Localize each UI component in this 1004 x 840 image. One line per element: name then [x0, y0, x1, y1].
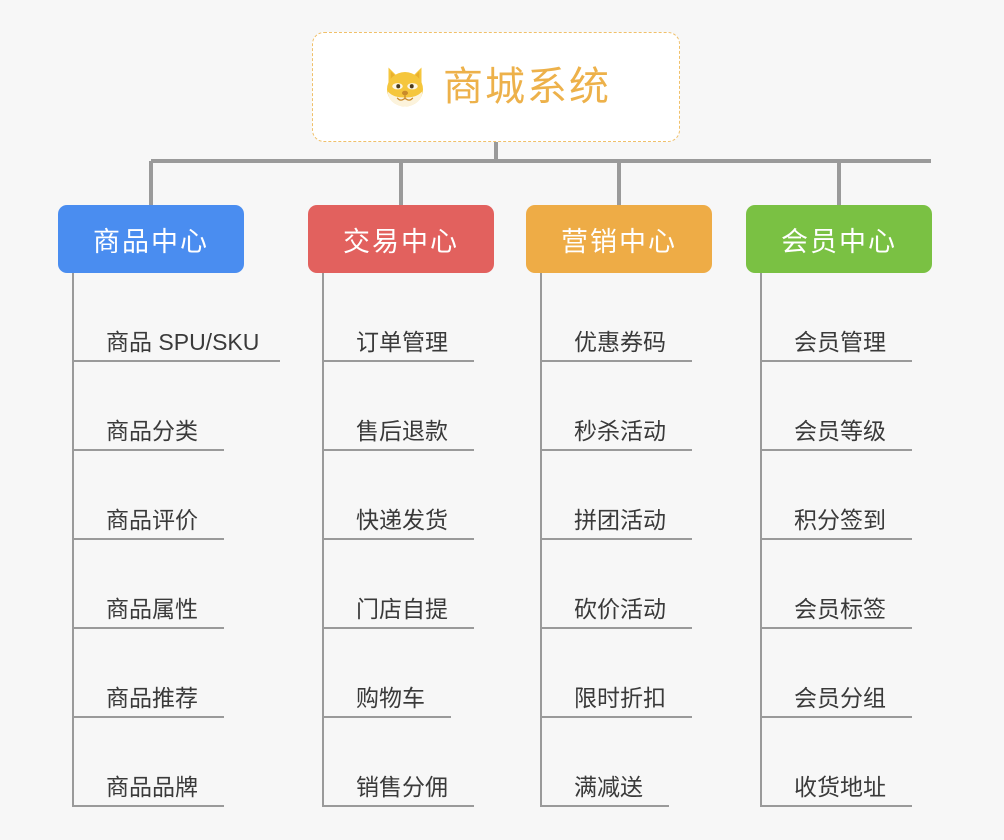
leaf-label: 商品评价	[106, 506, 198, 533]
leaf-rule	[72, 360, 280, 362]
leaf-item[interactable]: 优惠券码	[540, 273, 712, 362]
leaf-item[interactable]: 会员标签	[760, 540, 932, 629]
branch-items-1: 商品 SPU/SKU 商品分类 商品评价 商品属性 商品推荐 商品品牌	[72, 273, 280, 807]
leaf-rule	[540, 716, 692, 718]
branch-items-3: 优惠券码 秒杀活动 拼团活动 砍价活动 限时折扣 满减送	[540, 273, 712, 807]
leaf-label: 会员管理	[794, 328, 886, 355]
leaf-label: 拼团活动	[574, 506, 666, 533]
leaf-item[interactable]: 商品评价	[72, 451, 259, 540]
leaf-rule	[760, 716, 912, 718]
leaf-item[interactable]: 满减送	[540, 718, 712, 807]
leaf-item[interactable]: 会员管理	[760, 273, 932, 362]
leaf-label: 商品属性	[106, 595, 198, 622]
branch-column-3: 营销中心 优惠券码 秒杀活动 拼团活动 砍价活动 限时折扣	[526, 205, 712, 807]
leaf-label: 优惠券码	[574, 328, 666, 355]
leaf-item[interactable]: 砍价活动	[540, 540, 712, 629]
leaf-label: 销售分佣	[356, 773, 448, 800]
leaf-label: 商品分类	[106, 417, 198, 444]
leaf-label: 秒杀活动	[574, 417, 666, 444]
branch-header-label: 商品中心	[93, 226, 209, 257]
branch-header-3[interactable]: 营销中心	[526, 205, 712, 273]
leaf-label: 商品推荐	[106, 684, 198, 711]
leaf-item[interactable]: 商品品牌	[72, 718, 259, 807]
leaf-label: 限时折扣	[574, 684, 666, 711]
leaf-rule	[322, 716, 451, 718]
leaf-label: 售后退款	[356, 417, 448, 444]
leaf-label: 商品品牌	[106, 773, 198, 800]
branch-items-2: 订单管理 售后退款 快递发货 门店自提 购物车 销售分佣	[322, 273, 494, 807]
leaf-rule	[760, 627, 912, 629]
leaf-rule	[322, 449, 474, 451]
leaf-item[interactable]: 购物车	[322, 629, 494, 718]
leaf-label: 门店自提	[356, 595, 448, 622]
leaf-rule	[540, 360, 692, 362]
leaf-rule	[540, 627, 692, 629]
root-title: 商城系统	[443, 65, 611, 109]
leaf-item[interactable]: 门店自提	[322, 540, 494, 629]
leaf-rule	[72, 716, 224, 718]
leaf-label: 满减送	[574, 773, 643, 800]
leaf-item[interactable]: 销售分佣	[322, 718, 494, 807]
leaf-item[interactable]: 快递发货	[322, 451, 494, 540]
leaf-label: 会员等级	[794, 417, 886, 444]
leaf-item[interactable]: 订单管理	[322, 273, 494, 362]
leaf-item[interactable]: 商品 SPU/SKU	[72, 273, 280, 362]
branch-spine	[760, 273, 762, 807]
leaf-item[interactable]: 商品分类	[72, 362, 259, 451]
leaf-label: 积分签到	[794, 506, 886, 533]
leaf-label: 砍价活动	[574, 595, 666, 622]
branch-header-label: 营销中心	[561, 226, 677, 257]
leaf-label: 会员标签	[794, 595, 886, 622]
leaf-rule	[72, 627, 224, 629]
leaf-label: 购物车	[356, 684, 425, 711]
leaf-rule	[72, 538, 224, 540]
leaf-rule	[72, 449, 224, 451]
leaf-rule	[72, 805, 224, 807]
branch-spine	[72, 273, 74, 807]
leaf-label: 商品 SPU/SKU	[106, 328, 260, 355]
leaf-item[interactable]: 商品属性	[72, 540, 259, 629]
leaf-rule	[322, 627, 474, 629]
leaf-item[interactable]: 拼团活动	[540, 451, 712, 540]
branch-header-4[interactable]: 会员中心	[746, 205, 932, 273]
leaf-item[interactable]: 积分签到	[760, 451, 932, 540]
root-node[interactable]: 商城系统	[312, 32, 680, 142]
branch-header-label: 交易中心	[343, 226, 459, 257]
branch-items-4: 会员管理 会员等级 积分签到 会员标签 会员分组 收货地址	[760, 273, 932, 807]
branch-column-1: 商品中心 商品 SPU/SKU 商品分类 商品评价 商品属性 商品推荐	[58, 205, 280, 807]
shiba-dog-face-icon	[387, 67, 423, 107]
leaf-rule	[760, 538, 912, 540]
leaf-item[interactable]: 秒杀活动	[540, 362, 712, 451]
leaf-item[interactable]: 限时折扣	[540, 629, 712, 718]
branch-spine	[540, 273, 542, 807]
leaf-item[interactable]: 会员等级	[760, 362, 932, 451]
leaf-rule	[540, 538, 692, 540]
leaf-item[interactable]: 会员分组	[760, 629, 932, 718]
leaf-rule	[540, 805, 669, 807]
leaf-rule	[760, 360, 912, 362]
leaf-rule	[760, 805, 912, 807]
leaf-rule	[322, 538, 474, 540]
branch-header-2[interactable]: 交易中心	[308, 205, 494, 273]
leaf-label: 收货地址	[794, 773, 886, 800]
branch-column-4: 会员中心 会员管理 会员等级 积分签到 会员标签 会员分组	[746, 205, 932, 807]
leaf-item[interactable]: 售后退款	[322, 362, 494, 451]
leaf-rule	[540, 449, 692, 451]
leaf-item[interactable]: 商品推荐	[72, 629, 259, 718]
branch-header-label: 会员中心	[781, 226, 897, 257]
leaf-label: 订单管理	[356, 328, 448, 355]
leaf-label: 快递发货	[356, 506, 448, 533]
branch-header-1[interactable]: 商品中心	[58, 205, 244, 273]
branch-spine	[322, 273, 324, 807]
branch-column-2: 交易中心 订单管理 售后退款 快递发货 门店自提 购物车	[308, 205, 494, 807]
leaf-item[interactable]: 收货地址	[760, 718, 932, 807]
leaf-rule	[322, 360, 474, 362]
leaf-rule	[760, 449, 912, 451]
leaf-rule	[322, 805, 474, 807]
leaf-label: 会员分组	[794, 684, 886, 711]
